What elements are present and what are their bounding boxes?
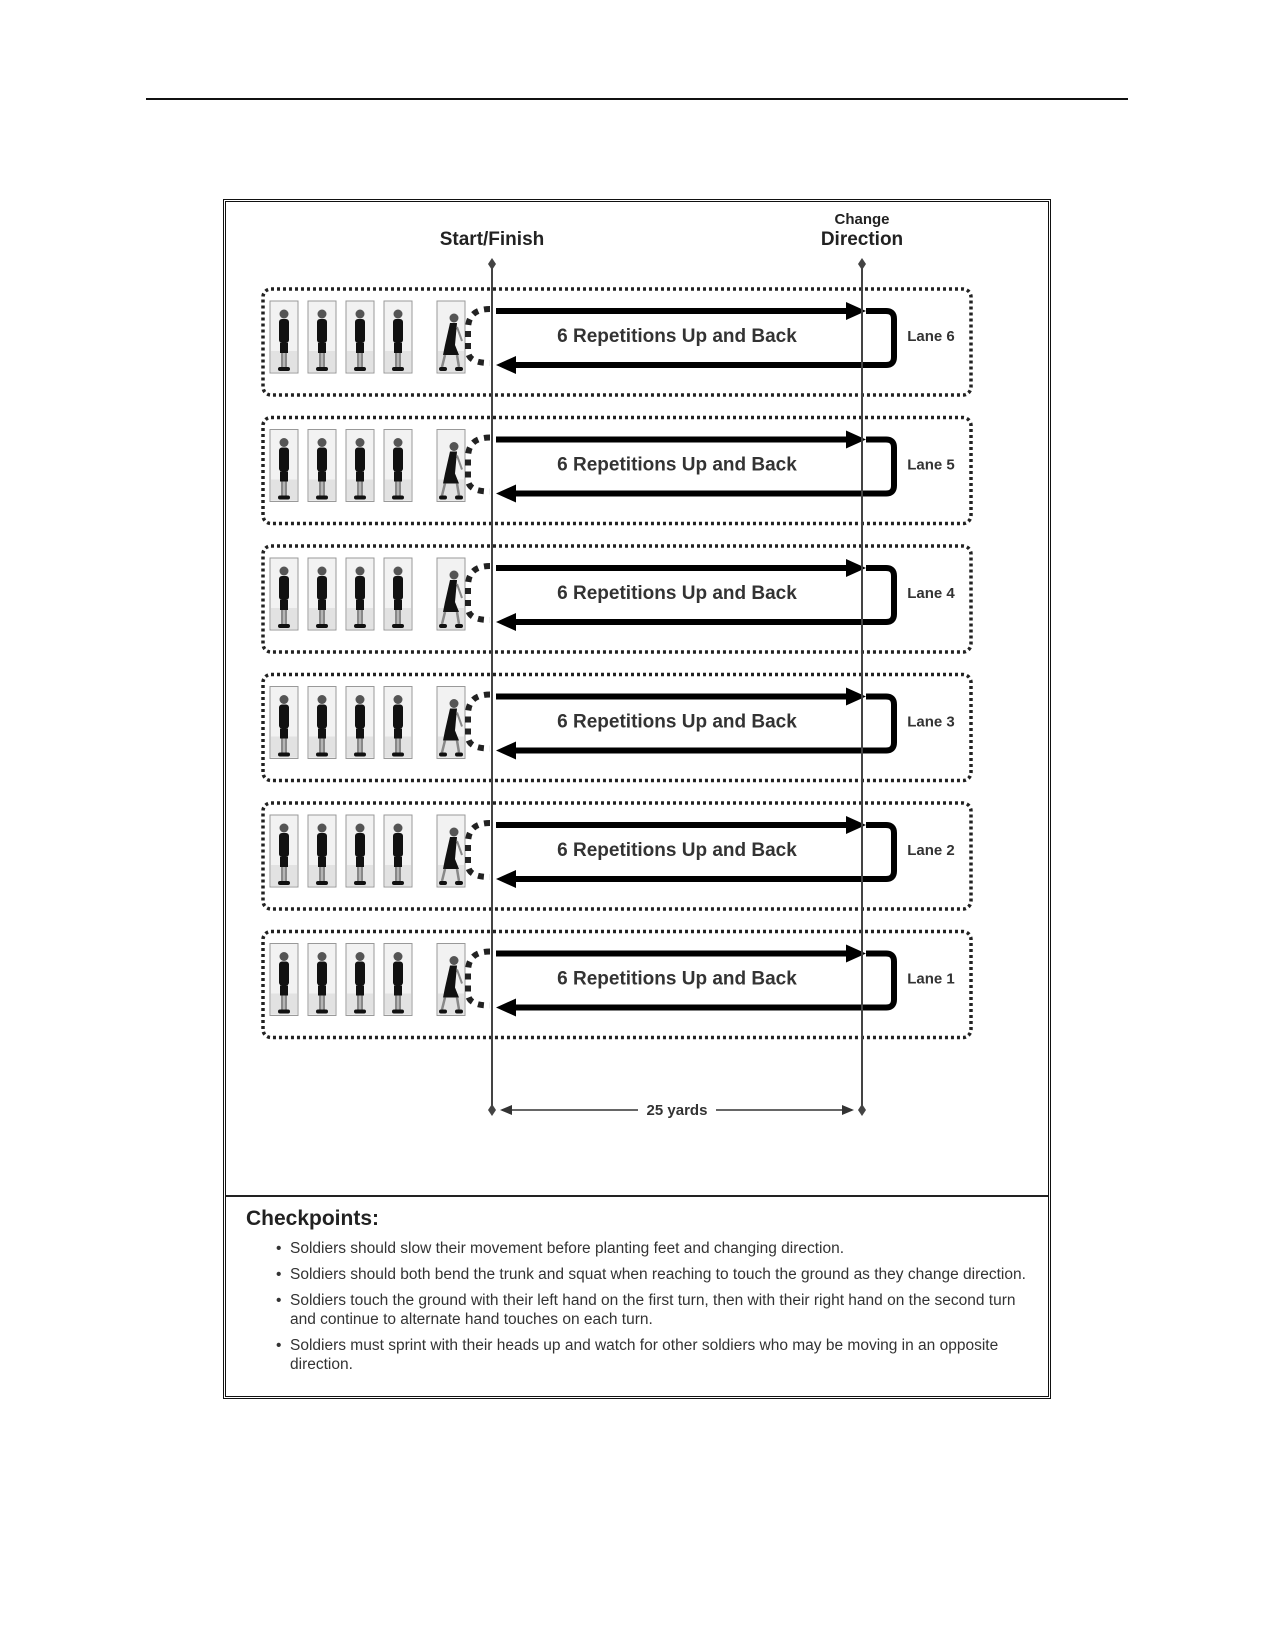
start-line-bottom-diamond [488, 1104, 496, 1116]
checkpoint-item: Soldiers touch the ground with their lef… [276, 1291, 1030, 1329]
distance-label: 25 yards [647, 1102, 708, 1119]
page-top-rule [146, 98, 1128, 100]
waiting-soldier-figure [307, 814, 337, 888]
return-arrowhead [496, 870, 516, 888]
lane-diagram: Start/Finish Change Direction 6 Repetiti… [261, 211, 973, 1119]
lane-boundary [261, 672, 973, 783]
lane-boundary [261, 544, 973, 654]
lane-repetitions-text: 6 Repetitions Up and Back [557, 840, 797, 861]
lane-repetitions-text: 6 Repetitions Up and Back [557, 583, 797, 604]
start-path-curve [465, 820, 491, 880]
shuttle-sprint-figure: Start/Finish Change Direction 6 Repetiti… [223, 199, 1051, 1399]
return-arrow-line [516, 565, 897, 625]
lane-label: Lane 4 [907, 585, 955, 602]
lane-repetitions-text: 6 Repetitions Up and Back [557, 969, 797, 990]
ready-soldier-figure [436, 814, 466, 888]
direction-label: Direction [821, 229, 903, 250]
outbound-arrowhead [846, 816, 866, 834]
lane-repetitions-text: 6 Repetitions Up and Back [557, 455, 797, 476]
lane-repetitions-text: 6 Repetitions Up and Back [557, 326, 797, 347]
return-arrow-line [516, 950, 897, 1011]
waiting-soldier-figure [269, 557, 299, 631]
lane-label: Lane 2 [907, 842, 955, 859]
checkpoints-list: Soldiers should slow their movement befo… [246, 1239, 1030, 1374]
lane-boundary [261, 801, 973, 911]
checkpoint-item: Soldiers should both bend the trunk and … [276, 1265, 1030, 1284]
change-label: Change [834, 211, 889, 228]
change-line-bottom-diamond [858, 1104, 866, 1116]
waiting-soldier-figure [345, 300, 375, 374]
change-line-top-diamond [858, 258, 866, 270]
start-line-top-diamond [488, 258, 496, 270]
ready-soldier-figure [436, 557, 466, 631]
checkpoints-title: Checkpoints: [246, 1207, 380, 1230]
waiting-soldier-figure [383, 943, 413, 1016]
lane-boundary [261, 929, 973, 1040]
lane-repetitions-text: 6 Repetitions Up and Back [557, 712, 797, 733]
start-path-curve [465, 306, 491, 366]
return-arrowhead [496, 741, 516, 760]
outbound-arrowhead [846, 430, 866, 449]
waiting-soldier-figure [307, 429, 337, 502]
waiting-soldier-figure [269, 943, 299, 1016]
lane-boundary [261, 287, 973, 397]
waiting-soldier-figure [307, 686, 337, 759]
lane-label: Lane 3 [907, 714, 955, 731]
return-arrowhead [496, 356, 516, 374]
return-arrow-line [516, 822, 897, 882]
ready-soldier-figure [436, 686, 466, 759]
start-path-curve [465, 434, 491, 495]
lane-label: Lane 1 [907, 971, 955, 988]
waiting-soldier-figure [345, 814, 375, 888]
lane-group: 6 Repetitions Up and Back Lane 5 [261, 415, 973, 526]
waiting-soldier-figure [269, 300, 299, 374]
waiting-soldier-figure [383, 814, 413, 888]
return-arrowhead [496, 484, 516, 503]
outbound-arrowhead [846, 944, 866, 963]
waiting-soldier-figure [307, 557, 337, 631]
return-arrow-line [516, 308, 897, 368]
waiting-soldier-figure [269, 814, 299, 888]
waiting-soldier-figure [307, 300, 337, 374]
return-arrow-line [516, 693, 897, 754]
start-finish-label: Start/Finish [440, 229, 545, 250]
lane-label: Lane 5 [907, 457, 955, 474]
ready-soldier-figure [436, 943, 466, 1016]
distance-arrow-left [500, 1105, 512, 1115]
start-path-curve [465, 948, 491, 1009]
waiting-soldier-figure [383, 429, 413, 502]
waiting-soldier-figure [269, 686, 299, 759]
lane-group: 6 Repetitions Up and Back Lane 3 [261, 672, 973, 783]
waiting-soldier-figure [307, 943, 337, 1016]
lane-group: 6 Repetitions Up and Back Lane 2 [261, 801, 973, 911]
return-arrowhead [496, 613, 516, 631]
waiting-soldier-figure [345, 557, 375, 631]
distance-arrow-right [842, 1105, 854, 1115]
ready-soldier-figure [436, 300, 466, 374]
return-arrowhead [496, 998, 516, 1017]
waiting-soldier-figure [269, 429, 299, 502]
start-path-curve [465, 691, 491, 752]
checkpoint-item: Soldiers must sprint with their heads up… [276, 1336, 1030, 1374]
lane-boundary [261, 415, 973, 526]
waiting-soldier-figure [383, 557, 413, 631]
lane-group: 6 Repetitions Up and Back Lane 1 [261, 929, 973, 1040]
checkpoint-item: Soldiers should slow their movement befo… [276, 1239, 1030, 1258]
waiting-soldier-figure [345, 943, 375, 1016]
waiting-soldier-figure [345, 686, 375, 759]
outbound-arrowhead [846, 687, 866, 706]
checkpoints-panel: Checkpoints: Soldiers should slow their … [226, 1195, 1048, 1396]
outbound-arrowhead [846, 302, 866, 320]
lane-label: Lane 6 [907, 328, 955, 345]
ready-soldier-figure [436, 429, 466, 502]
lane-group: 6 Repetitions Up and Back Lane 4 [261, 544, 973, 654]
waiting-soldier-figure [383, 300, 413, 374]
return-arrow-line [516, 436, 897, 497]
waiting-soldier-figure [383, 686, 413, 759]
lane-group: 6 Repetitions Up and Back Lane 6 [261, 287, 973, 397]
waiting-soldier-figure [345, 429, 375, 502]
outbound-arrowhead [846, 559, 866, 577]
start-path-curve [465, 563, 491, 623]
